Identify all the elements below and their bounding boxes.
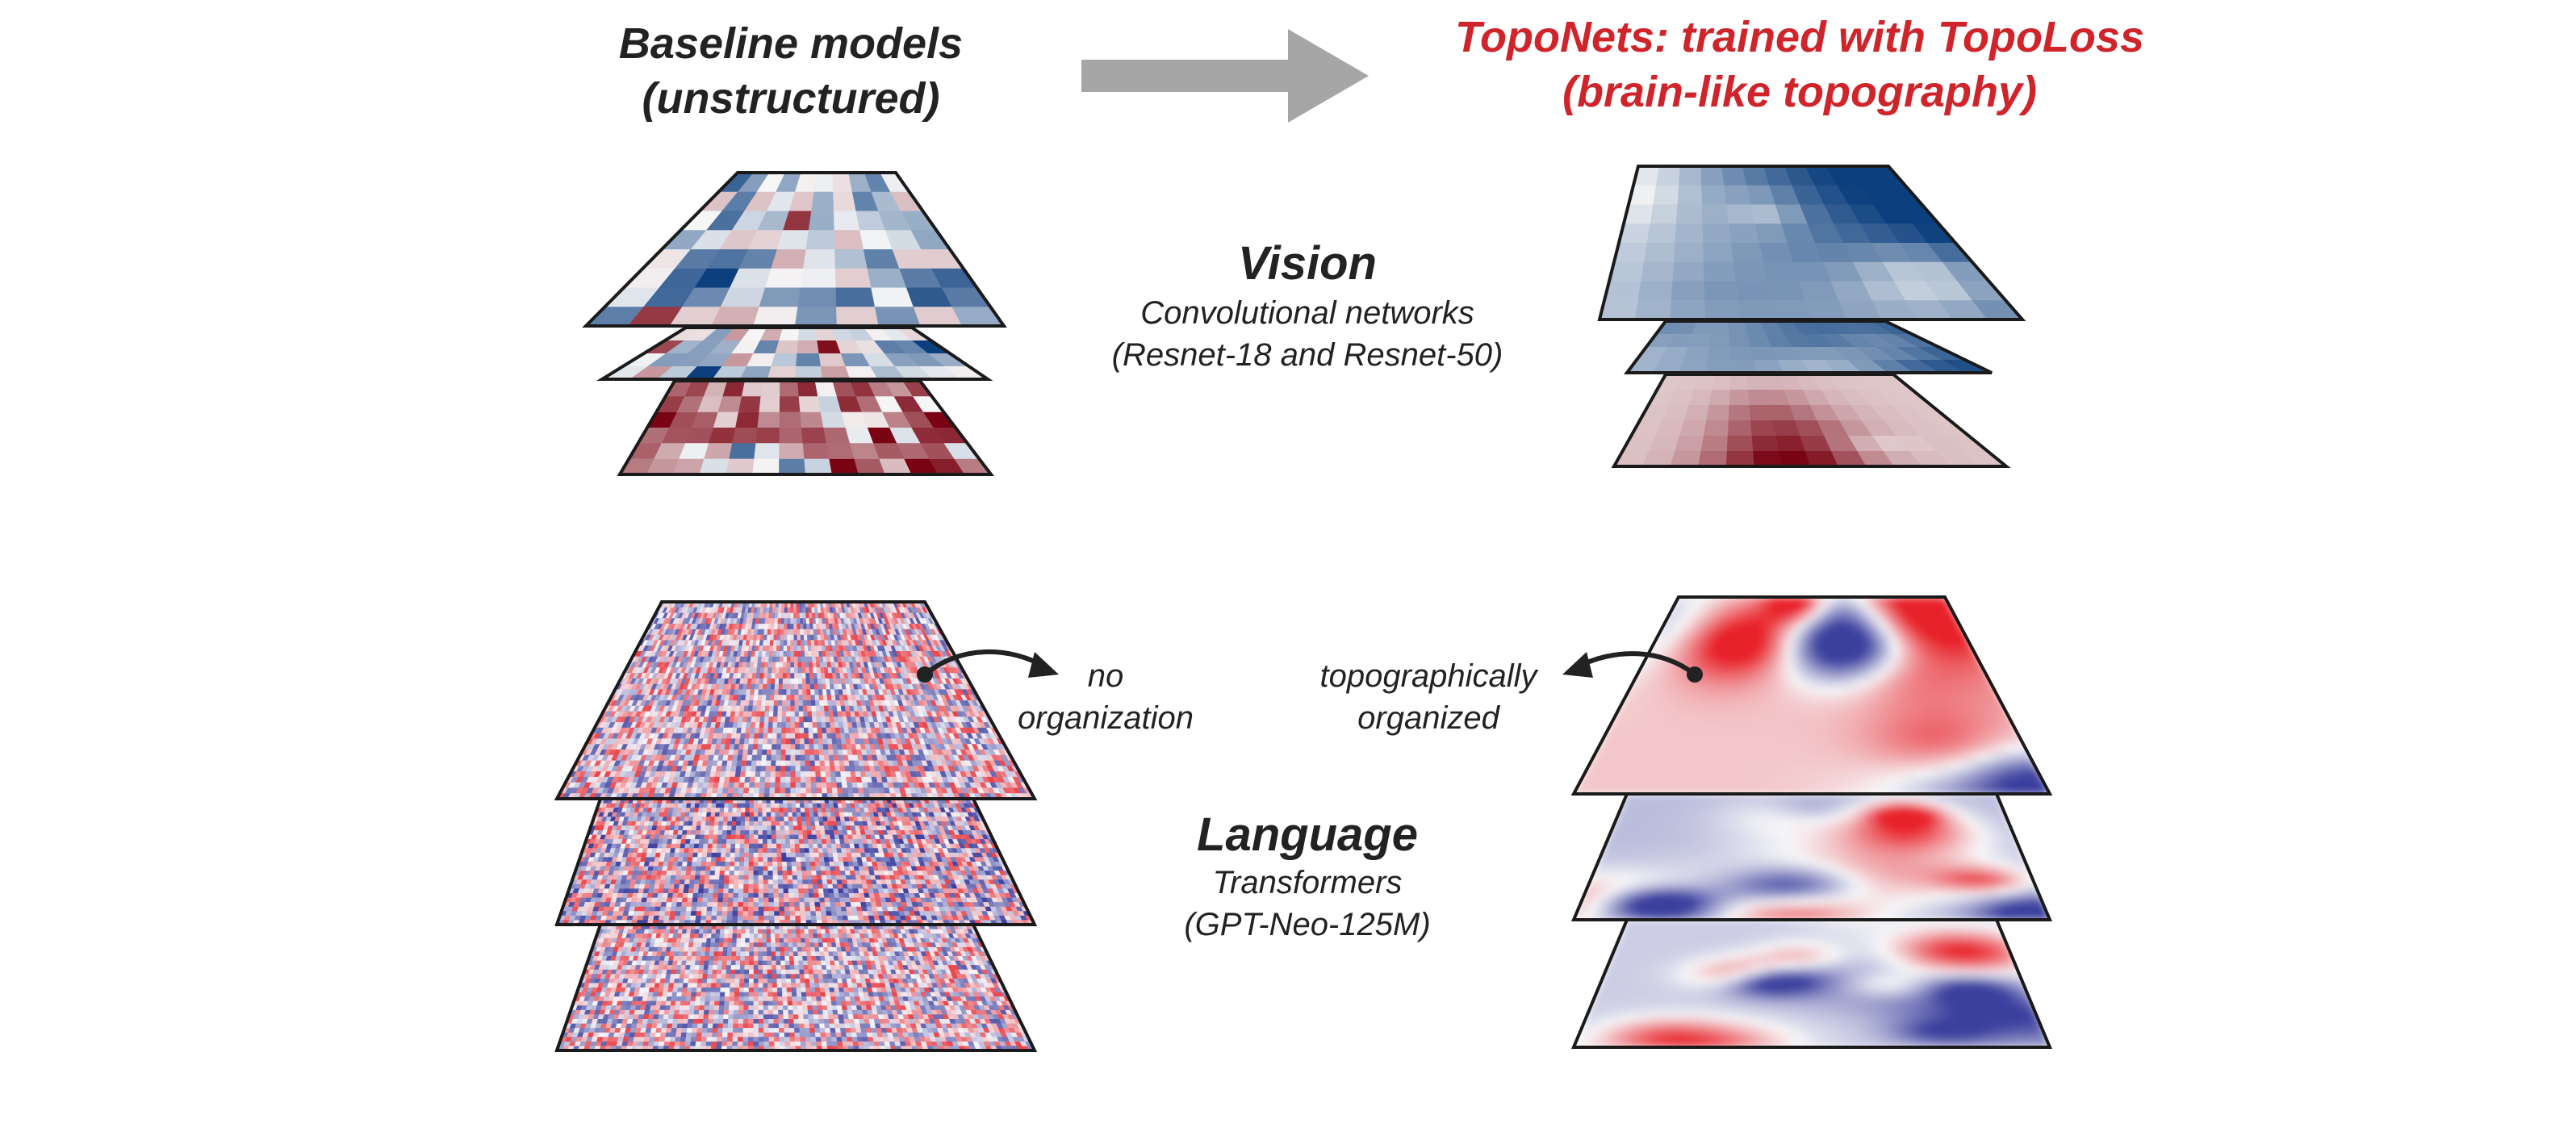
baseline-title-line2: (unstructured) xyxy=(642,74,940,123)
baseline-title-line1: Baseline models xyxy=(618,19,964,68)
language-baseline-layer-bot xyxy=(554,923,1038,1052)
language-baseline-layer-top xyxy=(554,600,1038,800)
language-heading: Language xyxy=(1197,808,1418,861)
vision-subtitle: Convolutional networks (Resnet-18 and Re… xyxy=(1049,292,1566,376)
topographically-organized-label: topographically organized xyxy=(1319,658,1537,736)
vision-heading: Vision xyxy=(1238,237,1377,290)
language-subtitle-line1: Transformers xyxy=(1212,865,1403,900)
toponets-title: TopoNets: trained with TopoLoss (brain-l… xyxy=(1388,10,2211,119)
no-organization-pointer xyxy=(917,649,1059,683)
vision-toponets-layer-bot xyxy=(1611,373,2011,468)
vision-subtitle-line1: Convolutional networks xyxy=(1140,295,1474,331)
language-toponets-layer-bot xyxy=(1570,918,2053,1049)
vision-baseline-layer-bot xyxy=(617,379,995,476)
baseline-title: Baseline models (unstructured) xyxy=(533,16,1049,126)
topographically-organized-pointer xyxy=(1562,651,1703,683)
language-baseline-layer-mid xyxy=(554,797,1038,926)
language-subtitle: Transformers (GPT-Neo-125M) xyxy=(1081,862,1533,946)
toponets-title-line1: TopoNets: trained with TopoLoss xyxy=(1455,13,2144,61)
vision-toponets-layer-top xyxy=(1597,165,2026,321)
vision-baseline-layer-top xyxy=(582,171,1007,328)
no-organization-label: no organization xyxy=(1018,658,1194,736)
vision-subtitle-line2: (Resnet-18 and Resnet-50) xyxy=(1111,337,1503,373)
vision-toponets-layer-mid xyxy=(1624,320,1993,374)
language-toponets-layer-top xyxy=(1570,595,2053,796)
right-arrow-icon xyxy=(1081,29,1369,123)
toponets-title-line2: (brain-like topography) xyxy=(1562,68,2037,116)
language-toponets-layer-mid xyxy=(1570,792,2053,921)
vision-baseline-layer-mid xyxy=(596,326,993,381)
language-subtitle-line2: (GPT-Neo-125M) xyxy=(1184,907,1431,942)
